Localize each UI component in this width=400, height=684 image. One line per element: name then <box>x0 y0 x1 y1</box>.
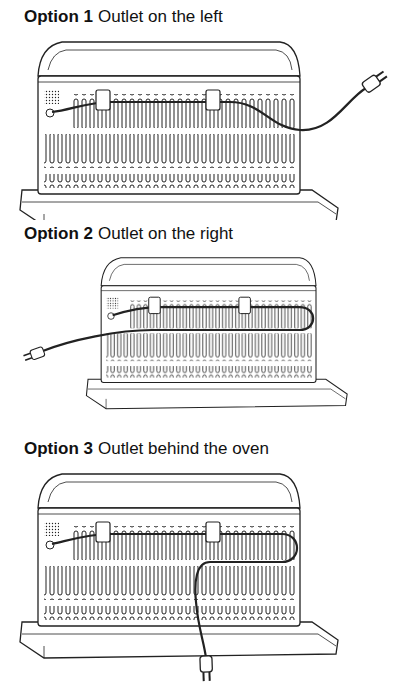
power-cord <box>52 534 297 658</box>
oven-illustration <box>0 246 400 426</box>
plug <box>23 346 46 362</box>
option-heading: Option 1 Outlet on the left <box>24 7 223 27</box>
option-number: Option 1 <box>24 7 93 26</box>
option-description: Outlet behind the oven <box>98 439 269 458</box>
cord-clips <box>149 297 251 313</box>
plug <box>200 656 213 681</box>
oven-illustration <box>0 462 400 684</box>
oven-illustration <box>0 30 400 220</box>
oven-back <box>20 474 338 658</box>
cord-clips <box>96 90 220 110</box>
option-heading: Option 2 Outlet on the right <box>24 224 233 244</box>
power-cord <box>42 307 313 351</box>
option-description: Outlet on the left <box>98 7 223 26</box>
option-number: Option 3 <box>24 439 93 458</box>
plug <box>361 69 388 93</box>
option-heading: Option 3 Outlet behind the oven <box>24 439 269 459</box>
power-cord <box>52 88 366 130</box>
option-description: Outlet on the right <box>98 224 233 243</box>
oven-back <box>20 42 338 220</box>
option-number: Option 2 <box>24 224 93 243</box>
cord-clips <box>96 522 220 542</box>
oven-back <box>86 258 347 409</box>
